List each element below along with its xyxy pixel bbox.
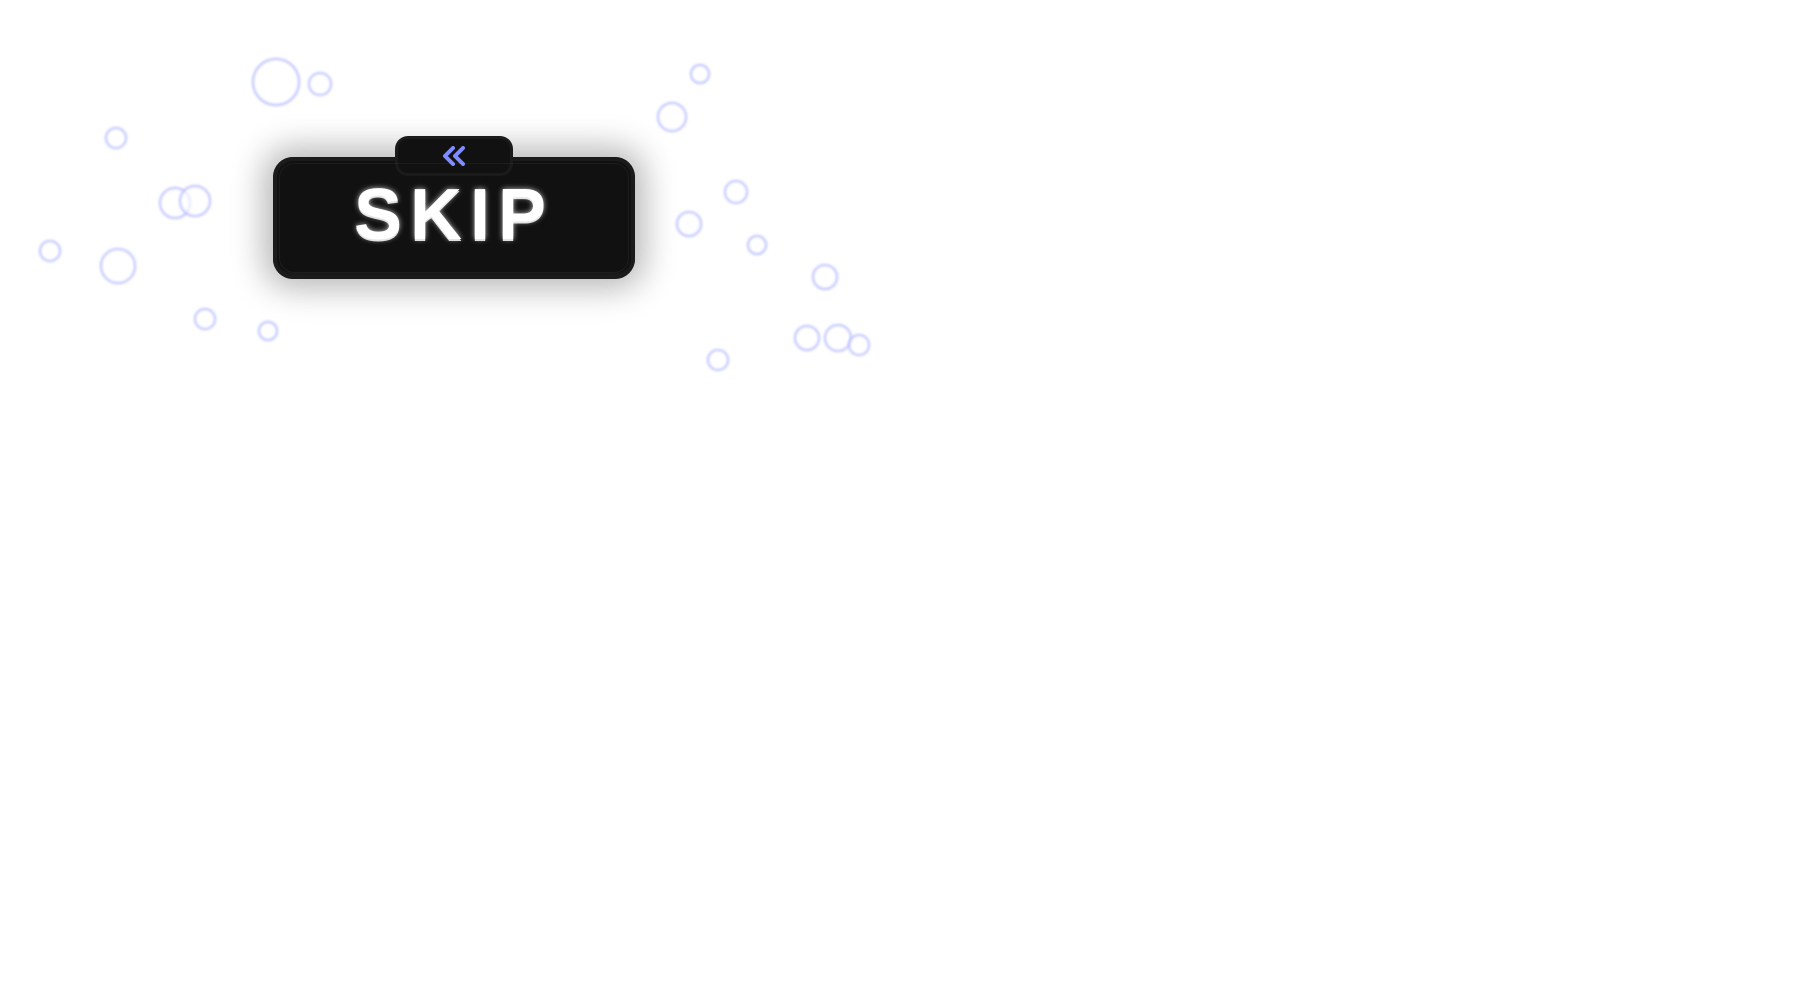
bubble (105, 127, 127, 149)
bubble (100, 248, 136, 284)
bubble (794, 325, 820, 351)
double-chevron-left-icon (443, 146, 465, 166)
bubble (848, 334, 870, 356)
bubble (690, 64, 710, 84)
bubble (724, 180, 748, 204)
bubble (812, 264, 838, 290)
bubble (258, 321, 278, 341)
skip-icon-tab (398, 139, 510, 173)
bubble (707, 349, 729, 371)
skip-label: SKIP (353, 175, 555, 255)
bubble (179, 185, 211, 217)
bubble (39, 240, 61, 262)
bubble (194, 308, 216, 330)
bubble (824, 324, 852, 352)
bubble (657, 102, 687, 132)
skip-button[interactable]: SKIP (273, 139, 635, 279)
bubble (308, 72, 332, 96)
bubble (252, 58, 300, 106)
bubble (676, 211, 702, 237)
bubble (747, 235, 767, 255)
